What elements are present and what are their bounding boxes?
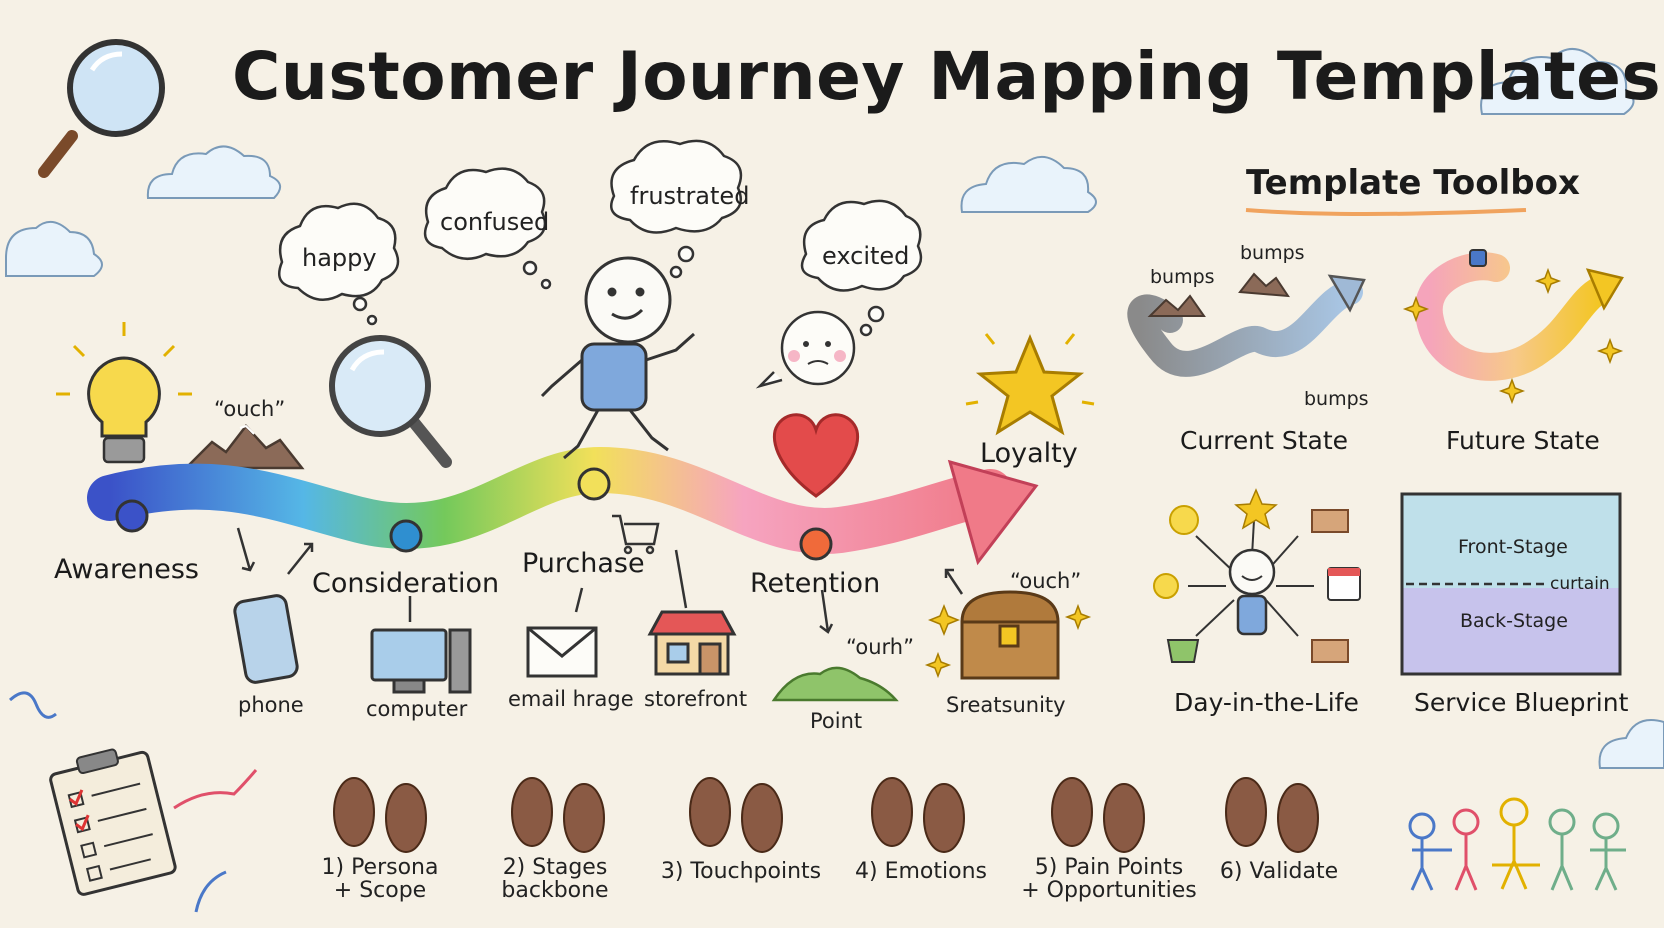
lightbulb-icon <box>56 322 192 464</box>
sun-icon <box>1153 573 1179 599</box>
bed-icon <box>1311 509 1349 533</box>
future-state-icon <box>1402 249 1624 405</box>
emotion-confused: confused <box>440 208 550 236</box>
cloud-icon <box>1598 719 1664 769</box>
step-6-line1: 6) Validate <box>1219 859 1339 884</box>
cloud-icon <box>1480 48 1635 115</box>
phone-icon <box>233 594 299 684</box>
template-current-state: Current State <box>1180 426 1349 455</box>
sparkle-icons <box>924 603 1092 679</box>
template-day-in-the-life: Day-in-the-Life <box>1174 688 1359 717</box>
magnifier-icon <box>38 39 165 178</box>
quote-ouch-2: “ouch” <box>1010 569 1082 593</box>
magnifier-icon <box>329 335 452 468</box>
stage-retention: Retention <box>750 568 881 599</box>
stage-consideration: Consideration <box>312 568 500 599</box>
step-1: 1) Persona + Scope <box>300 856 460 902</box>
toolbox-heading: Template Toolbox <box>1246 163 1580 203</box>
step-5-line1: 5) Pain Points <box>1034 855 1184 880</box>
decorative-arrows <box>9 691 258 913</box>
step-1-line1: 1) Persona <box>321 855 439 880</box>
emotion-happy: happy <box>302 244 377 272</box>
step-2-line1: 2) Stages <box>502 855 608 880</box>
step-3: 3) Touchpoints <box>656 860 826 883</box>
page-title: Customer Journey Mapping Templates <box>232 38 1662 115</box>
step-5-line2: + Opportunities <box>1021 878 1197 904</box>
blueprint-curtain: curtain <box>1550 574 1610 594</box>
quote-ourh: “ourh” <box>846 635 914 659</box>
star-icon <box>965 333 1095 436</box>
step-3-line1: 3) Touchpoints <box>660 859 822 884</box>
journey-arrow-head <box>947 459 1039 566</box>
mountain-icon <box>182 424 305 470</box>
day-in-the-life-icon <box>1153 488 1361 663</box>
touchpoint-point: Point <box>810 709 863 733</box>
template-service-blueprint: Service Blueprint <box>1414 688 1629 717</box>
sun-icon <box>1169 505 1199 535</box>
bumps-label-1: bumps <box>1150 266 1215 288</box>
step-5: 5) Pain Points + Opportunities <box>1014 856 1204 902</box>
stage-awareness: Awareness <box>54 554 199 585</box>
blueprint-back-stage: Back-Stage <box>1460 610 1568 632</box>
step-4: 4) Emotions <box>846 860 996 883</box>
computer-icon <box>370 628 472 694</box>
cloud-icon <box>5 221 103 277</box>
step-1-line2: + Scope <box>333 878 427 904</box>
service-blueprint-icon <box>1400 492 1622 676</box>
bumps-label-3: bumps <box>1304 388 1369 410</box>
touchpoint-storefront: storefront <box>644 687 748 711</box>
emotion-frustrated: frustrated <box>630 182 750 210</box>
clipboard-icon <box>49 748 177 896</box>
step-2-line2: backbone <box>501 878 609 904</box>
heart-icon <box>772 413 860 498</box>
coffee-icon <box>1166 639 1200 663</box>
bed-icon <box>1311 639 1349 663</box>
stage-markers <box>115 467 833 561</box>
emotion-excited: excited <box>822 242 910 270</box>
cloud-icon <box>960 156 1097 213</box>
template-future-state: Future State <box>1446 426 1600 455</box>
step-4-line1: 4) Emotions <box>855 859 987 884</box>
flow-arrows <box>236 527 964 634</box>
star-icon <box>1234 488 1278 530</box>
toolbox-underline <box>1245 208 1527 216</box>
stage-loyalty: Loyalty <box>980 438 1078 469</box>
hill-icon <box>771 666 899 702</box>
treasure-chest-icon <box>960 590 1060 680</box>
cart-icon <box>612 514 660 555</box>
thought-bubbles <box>278 139 923 337</box>
people-icon <box>1408 797 1626 891</box>
current-state-icon <box>1127 272 1366 377</box>
touchpoint-email: email hrage <box>508 687 634 711</box>
touchpoint-phone: phone <box>238 693 304 717</box>
stick-figure-icon <box>540 256 695 460</box>
storefront-icon <box>647 610 737 676</box>
cloud-icon <box>146 145 281 199</box>
journey-path <box>87 446 1013 554</box>
bumps-label-2: bumps <box>1240 242 1305 264</box>
quote-ouch-1: “ouch” <box>214 397 286 421</box>
footprints-icons <box>333 777 1319 853</box>
step-2: 2) Stages backbone <box>480 856 630 902</box>
touchpoint-computer: computer <box>366 697 468 721</box>
blueprint-front-stage: Front-Stage <box>1458 536 1568 558</box>
stage-purchase: Purchase <box>522 548 645 579</box>
step-6: 6) Validate <box>1204 860 1354 883</box>
envelope-icon <box>526 626 598 678</box>
worried-face-bubble <box>755 310 856 389</box>
touchpoint-opportunity: Sreatsunity <box>946 693 1066 717</box>
